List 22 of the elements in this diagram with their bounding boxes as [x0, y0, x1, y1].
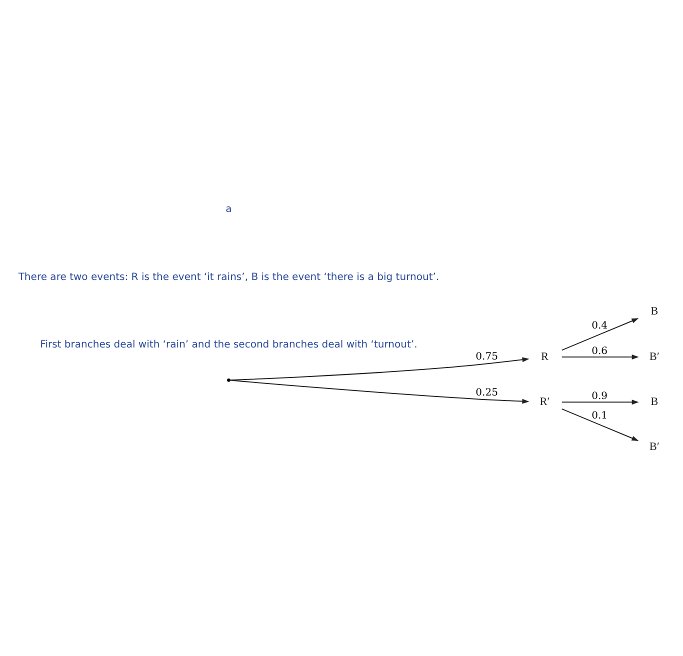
node-text: R′ — [540, 395, 550, 408]
label: First branches deal with ‘rain’ and the second branches deal with ‘turnout’. — [40, 338, 418, 350]
arrow — [561, 408, 639, 440]
edge-label: 0.9 — [592, 390, 608, 402]
node-text: B — [650, 395, 658, 408]
arrow — [230, 379, 530, 404]
edge-label: 0.1 — [592, 410, 608, 421]
edge-label: 0.4 — [592, 320, 608, 332]
node-text: R — [541, 350, 549, 362]
node-point — [227, 378, 230, 382]
arrow — [230, 356, 530, 380]
edge-label: 0.25 — [476, 387, 498, 398]
arrow — [561, 354, 639, 359]
arrow — [561, 318, 639, 350]
node-text: B′ — [649, 350, 660, 362]
node-text: B′ — [649, 440, 660, 452]
edge-label: 0.75 — [476, 350, 498, 362]
node-text: B — [650, 305, 658, 318]
label: a — [226, 204, 232, 215]
arrow — [561, 399, 639, 404]
edge-label: 0.6 — [592, 345, 608, 356]
label: There are two events: R is the event ‘it rains’, B is the event ‘there is a big turnout’. — [18, 271, 440, 282]
